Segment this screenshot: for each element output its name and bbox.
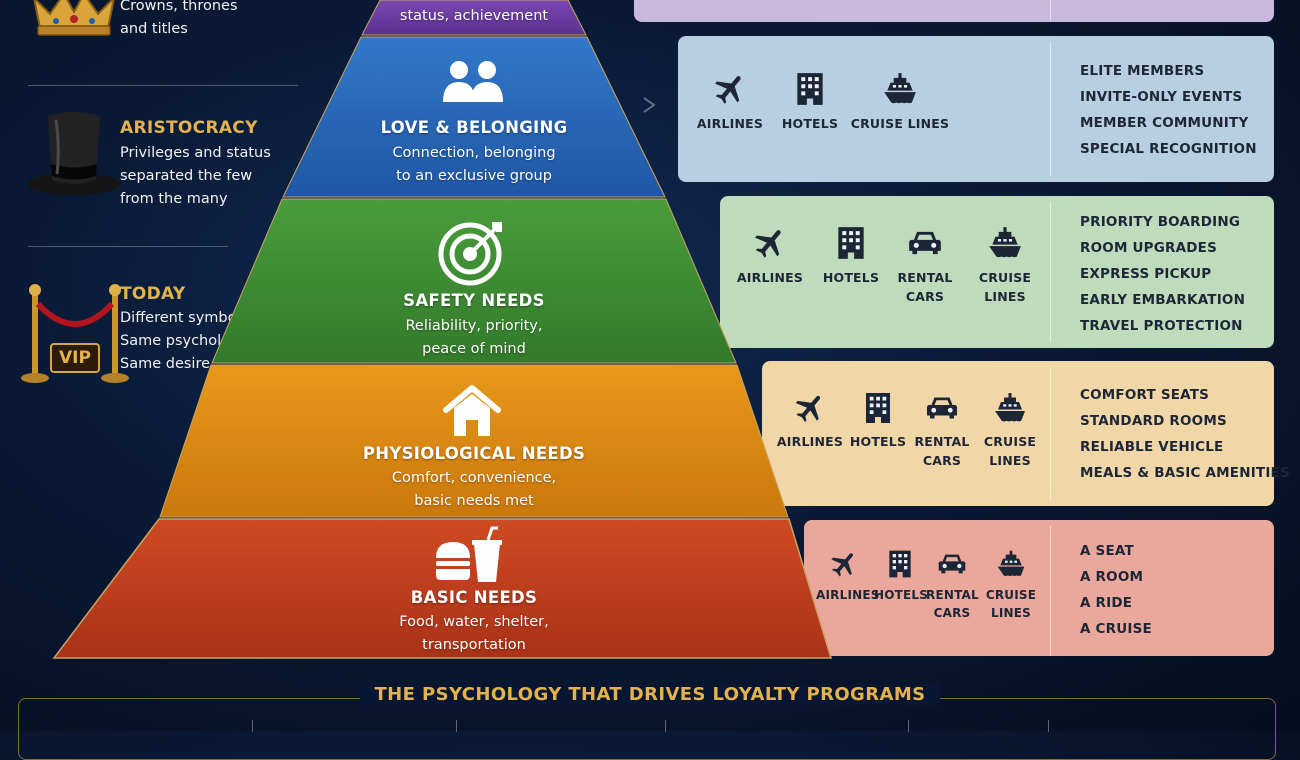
people-icon: [443, 61, 503, 102]
benefit-item: SPECIAL RECOGNITION: [1080, 141, 1257, 157]
benefit-item: PRIORITY BOARDING: [1080, 214, 1241, 230]
industry-label: AIRLINES: [776, 434, 844, 449]
panel-safety-separator: [1050, 202, 1051, 342]
today-title: TODAY: [120, 284, 186, 304]
tier-physio-desc: Comfort, convenience, basic needs met: [391, 470, 557, 509]
tier-safety-title: SAFETY NEEDS: [403, 291, 545, 310]
industry-hotels: HOTELS: [777, 70, 843, 133]
bottom-title: THE PSYCHOLOGY THAT DRIVES LOYALTY PROGR…: [360, 684, 940, 705]
industry-hotels: HOTELS: [848, 390, 908, 451]
industry-label: HOTELS: [822, 270, 880, 285]
panel-love: [678, 36, 1274, 182]
bottom-title-wrap: THE PSYCHOLOGY THAT DRIVES LOYALTY PROGR…: [0, 684, 1300, 705]
bottom-divider: [1048, 720, 1049, 732]
panel-basic-separator: [1050, 526, 1051, 656]
vip-rope-icon: [21, 284, 129, 383]
benefit-item: TRAVEL PROTECTION: [1080, 318, 1243, 334]
panel-top-separator: [1050, 0, 1051, 20]
tier-basic: [52, 518, 833, 659]
aristocracy-text: Privileges and status separated the few …: [120, 145, 271, 207]
aristocracy-title: ARISTOCRACY: [120, 118, 258, 138]
industry-label: RENTAL CARS: [897, 270, 953, 304]
industry-cruise: CRUISE LINES: [972, 224, 1038, 306]
food-drink-icon: [436, 526, 502, 582]
bottom-divider: [665, 720, 666, 732]
tier-physio-title: PHYSIOLOGICAL NEEDS: [362, 444, 586, 463]
industry-label: AIRLINES: [696, 116, 764, 131]
tier-love-desc: Connection, belonging to an exclusive gr…: [392, 145, 556, 184]
industry-label: HOTELS: [849, 434, 907, 449]
industry-cruise: CRUISE LINES: [980, 390, 1040, 470]
tier-top: [361, 0, 587, 36]
physio-benefits: COMFORT SEATS STANDARD ROOMS RELIABLE VE…: [1080, 382, 1290, 486]
tier-love: [282, 36, 666, 198]
safety-benefits: PRIORITY BOARDING ROOM UPGRADES EXPRESS …: [1080, 209, 1245, 339]
connector-arrow-icon: [643, 97, 656, 113]
industry-label: CRUISE LINES: [850, 116, 950, 131]
industry-label: HOTELS: [781, 116, 839, 131]
benefit-item: A ROOM: [1080, 569, 1144, 585]
industry-label: CRUISE LINES: [978, 270, 1032, 304]
panel-basic: [804, 520, 1274, 656]
industry-rental-cars: RENTAL CARS: [892, 224, 958, 306]
benefit-item: ELITE MEMBERS: [1080, 63, 1205, 79]
bottom-divider: [252, 720, 253, 732]
crown-icon: [33, 0, 115, 36]
industry-airlines: AIRLINES: [776, 390, 844, 451]
crowns-text: Crowns, thrones and titles: [120, 0, 238, 37]
industry-label: AIRLINES: [816, 588, 880, 602]
tier-love-title: LOVE & BELONGING: [380, 118, 568, 137]
industry-cruise: CRUISE LINES: [984, 548, 1038, 622]
industry-hotels: HOTELS: [818, 224, 884, 287]
vip-badge: VIP: [59, 348, 91, 368]
tier-top-desc: status, achievement: [399, 8, 549, 24]
industry-label: CRUISE LINES: [983, 434, 1037, 468]
benefit-item: A RIDE: [1080, 595, 1133, 611]
panel-love-separator: [1050, 42, 1051, 176]
tier-physio: [159, 364, 789, 518]
house-icon: [443, 385, 501, 436]
benefit-item: A CRUISE: [1080, 621, 1152, 637]
industry-label: RENTAL CARS: [926, 588, 979, 620]
industry-airlines: AIRLINES: [694, 70, 766, 133]
target-icon: [438, 222, 502, 286]
industry-rental-cars: RENTAL CARS: [926, 548, 979, 622]
top-hat-icon: [28, 112, 120, 195]
benefit-item: EARLY EMBARKATION: [1080, 292, 1246, 308]
bottom-divider: [908, 720, 909, 732]
benefit-item: COMFORT SEATS: [1080, 387, 1210, 403]
benefit-item: ROOM UPGRADES: [1080, 240, 1218, 256]
benefit-item: A SEAT: [1080, 543, 1134, 559]
history-divider-1: [28, 85, 298, 86]
bottom-section: [18, 698, 1276, 760]
benefit-item: MEMBER COMMUNITY: [1080, 115, 1249, 131]
pyramid: [52, 0, 833, 659]
bottom-divider: [456, 720, 457, 732]
tier-basic-title: BASIC NEEDS: [410, 588, 538, 607]
industry-label: CRUISE LINES: [985, 588, 1037, 620]
basic-benefits: A SEAT A ROOM A RIDE A CRUISE: [1080, 538, 1152, 642]
panel-physio: [762, 361, 1274, 506]
benefit-item: INVITE-ONLY EVENTS: [1080, 89, 1243, 105]
tier-safety-desc: Reliability, priority, peace of mind: [405, 318, 543, 357]
industry-rental-cars: RENTAL CARS: [912, 390, 972, 470]
industry-label: HOTELS: [874, 588, 929, 602]
benefit-item: STANDARD ROOMS: [1080, 413, 1227, 429]
love-benefits: ELITE MEMBERS INVITE-ONLY EVENTS MEMBER …: [1080, 58, 1257, 162]
industry-airlines: AIRLINES: [736, 224, 804, 287]
panel-physio-separator: [1050, 367, 1051, 500]
industry-label: AIRLINES: [736, 270, 804, 285]
industry-airlines: AIRLINES: [816, 548, 880, 604]
panel-top: [634, 0, 1274, 22]
panel-safety: [720, 196, 1274, 348]
industry-cruise: CRUISE LINES: [850, 70, 950, 133]
benefit-item: MEALS & BASIC AMENITIES: [1080, 465, 1290, 481]
history-divider-2: [28, 246, 228, 247]
industry-hotels: HOTELS: [874, 548, 929, 604]
tier-basic-desc: Food, water, shelter, transportation: [399, 614, 549, 653]
benefit-item: RELIABLE VEHICLE: [1080, 439, 1224, 455]
industry-label: RENTAL CARS: [914, 434, 970, 468]
benefit-item: EXPRESS PICKUP: [1080, 266, 1212, 282]
